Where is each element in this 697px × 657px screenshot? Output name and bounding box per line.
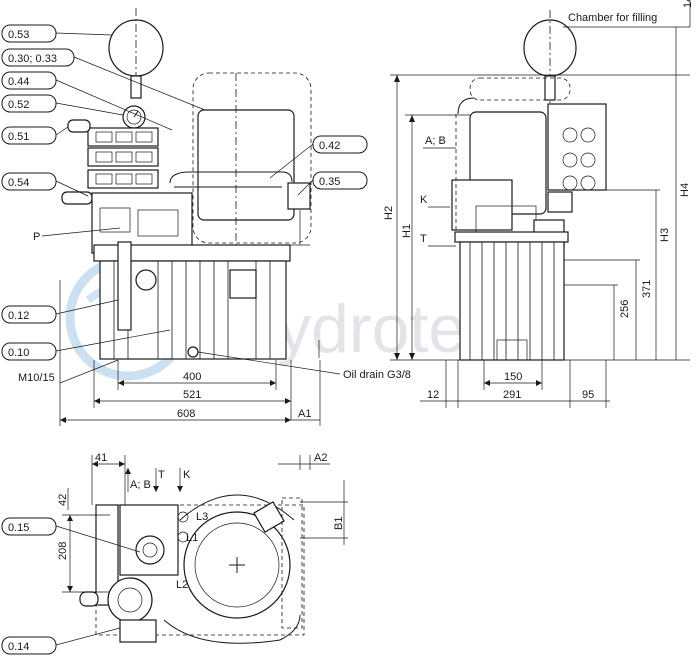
label-m10: M10/15	[18, 372, 55, 384]
label-oil-drain: Oil drain G3/8	[343, 369, 411, 381]
top-view	[79, 494, 305, 644]
top-view-dimensions: 41 42 208 A; B T K L3 L1 L2 A2 B1	[57, 452, 348, 593]
dim-256: 256	[619, 300, 631, 318]
callout-0-35: 0.35	[319, 176, 340, 188]
callout-0-30-0-33: 0.30; 0.33	[8, 53, 57, 65]
label-t-side: T	[420, 233, 427, 245]
callout-0-10: 0.10	[8, 347, 29, 359]
dim-400: 400	[183, 371, 201, 383]
label-ab-side: A; B	[425, 135, 446, 147]
dim-208: 208	[57, 542, 69, 560]
callout-0-54: 0.54	[8, 177, 29, 189]
front-view-dimensions: 400 521 608 A1 M10/15 Oil drain G3/8 P	[18, 227, 411, 426]
dim-12: 12	[427, 389, 439, 401]
callout-0-42: 0.42	[319, 140, 340, 152]
label-l3: L3	[196, 511, 208, 523]
dim-371: 371	[641, 280, 653, 298]
side-view-dimensions: Chamber for filling 140 H2 H1 H3 H4 371 …	[383, 0, 694, 408]
dim-140: 140	[682, 0, 694, 8]
label-a1: A1	[298, 408, 311, 420]
front-view	[61, 8, 320, 360]
callout-0-53: 0.53	[8, 29, 29, 41]
side-view	[451, 10, 607, 361]
dim-150: 150	[504, 371, 522, 383]
callout-0-14: 0.14	[8, 641, 29, 653]
dim-95: 95	[582, 389, 594, 401]
label-k-top: K	[183, 469, 191, 481]
dim-41: 41	[95, 452, 107, 464]
label-h2: H2	[383, 206, 395, 220]
callout-0-12: 0.12	[8, 310, 29, 322]
label-p: P	[33, 231, 40, 243]
dim-42: 42	[57, 494, 69, 506]
label-t-top: T	[158, 469, 165, 481]
callout-0-44: 0.44	[8, 76, 29, 88]
label-h4: H4	[679, 183, 691, 197]
label-b1: B1	[333, 517, 345, 530]
label-a2: A2	[314, 452, 327, 464]
dim-291: 291	[503, 389, 521, 401]
label-l2: L2	[176, 579, 188, 591]
dim-608: 608	[177, 408, 195, 420]
label-h1: H1	[401, 224, 413, 238]
callout-0-15: 0.15	[8, 522, 29, 534]
label-l1: L1	[186, 532, 198, 544]
label-k-side: K	[420, 194, 428, 206]
label-ab-top: A; B	[130, 479, 151, 491]
top-view-callouts: 0.15 0.14	[1, 517, 141, 655]
label-chamber-filling: Chamber for filling	[568, 12, 657, 24]
front-view-callouts: 0.53 0.30; 0.33 0.44 0.52 0.51 0.54 0.12…	[1, 24, 368, 361]
callout-0-51: 0.51	[8, 131, 29, 143]
label-h3: H3	[659, 228, 671, 242]
dim-521: 521	[183, 389, 201, 401]
callout-0-52: 0.52	[8, 99, 29, 111]
